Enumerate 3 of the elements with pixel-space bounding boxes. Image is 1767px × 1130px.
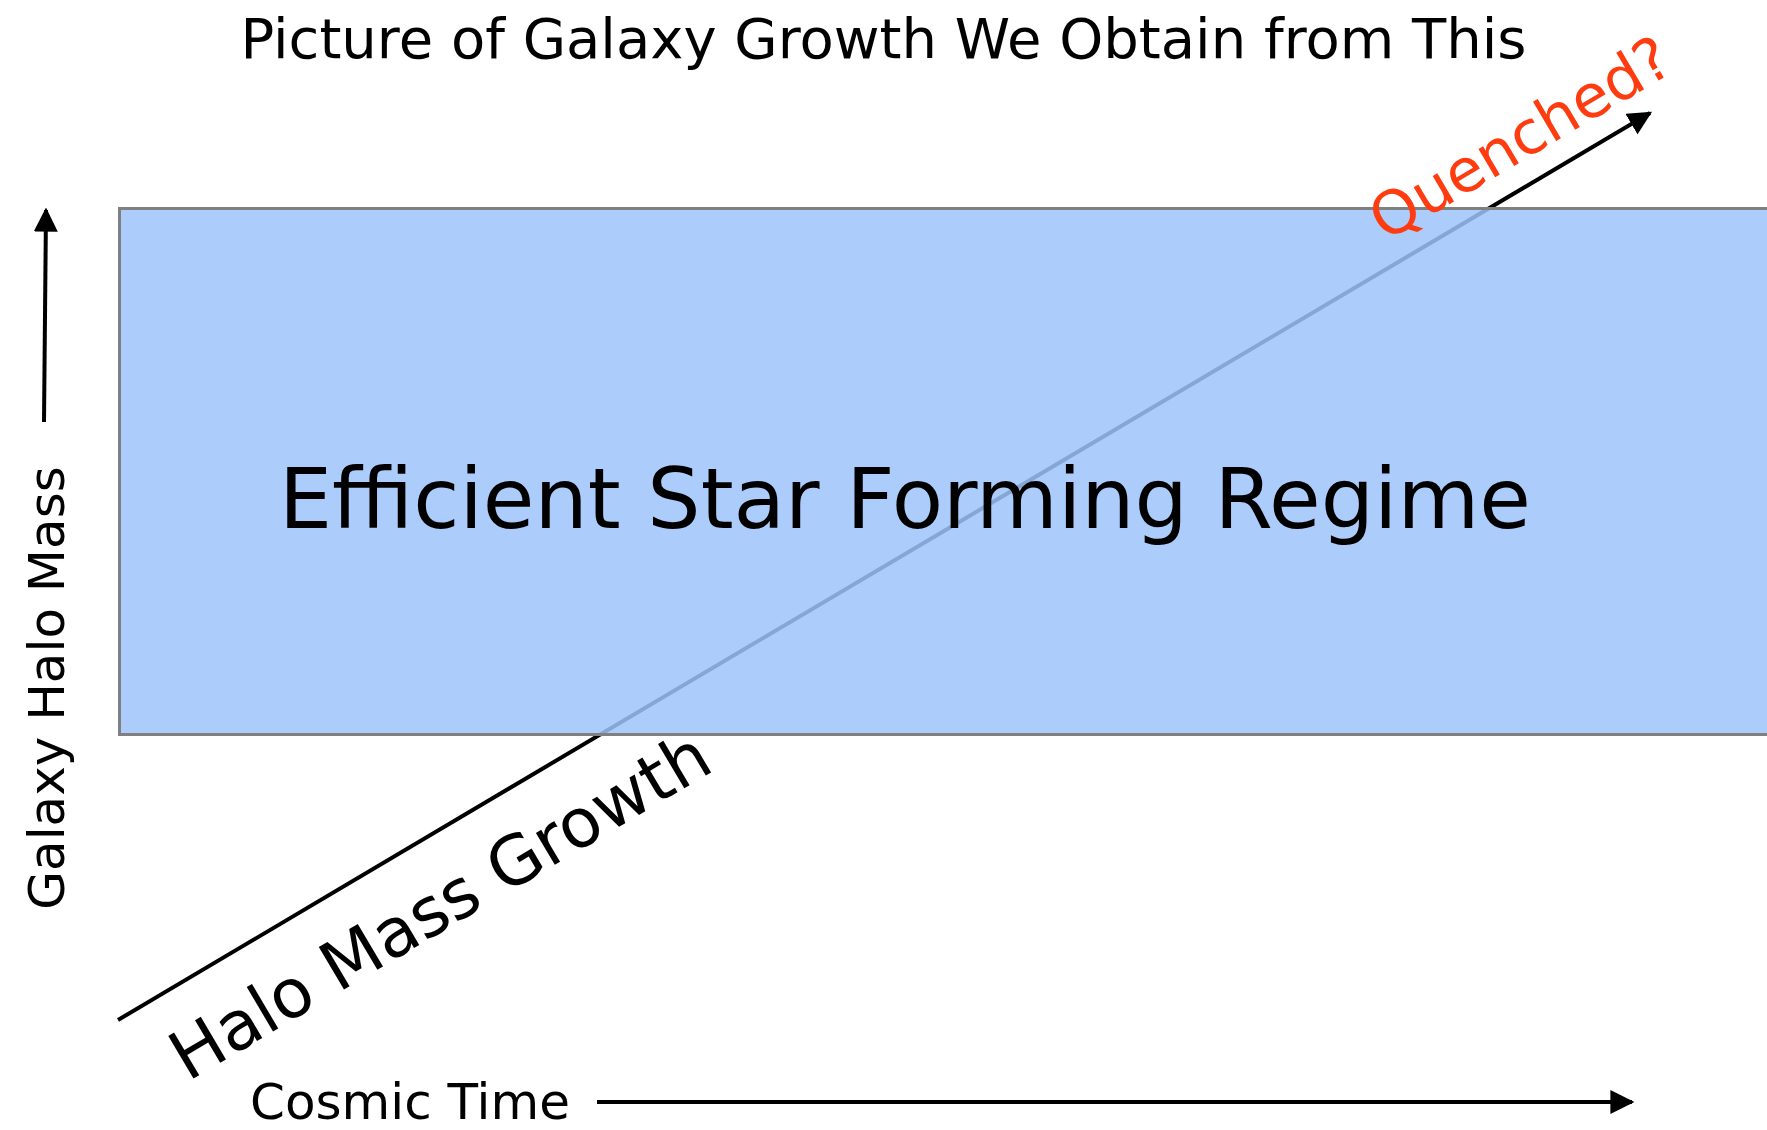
axis-label: Cosmic Time <box>250 1073 570 1130</box>
axis-label: Galaxy Halo Mass <box>17 466 76 910</box>
region-label: Efficient Star Forming Regime <box>279 450 1531 548</box>
